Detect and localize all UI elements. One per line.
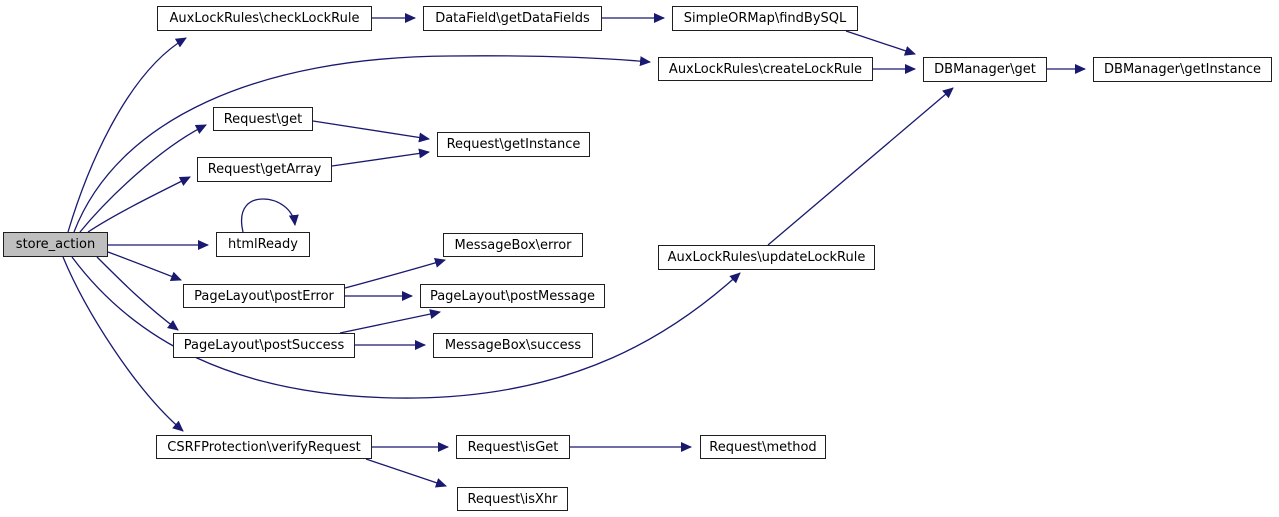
graph-node-request-getinstance[interactable]: Request\getInstance — [437, 132, 590, 157]
edge-store-action-to-pagelayout-postsuccess — [96, 256, 179, 331]
edge-htmlready-to-htmlready — [240, 198, 299, 233]
graph-node-aux-checklockrule[interactable]: AuxLockRules\checkLockRule — [157, 6, 372, 31]
graph-node-pagelayout-postsuccess[interactable]: PageLayout\postSuccess — [173, 333, 355, 358]
graph-node-dbmanager-get[interactable]: DBManager\get — [923, 57, 1047, 82]
graph-node-csrf-verifyrequest[interactable]: CSRFProtection\verifyRequest — [156, 435, 372, 459]
graph-node-request-isget[interactable]: Request\isGet — [456, 435, 570, 459]
graph-node-pagelayout-postmessage[interactable]: PageLayout\postMessage — [420, 284, 605, 308]
edge-request-getarray-to-request-getinstance — [331, 148, 430, 167]
edge-pagelayout-postsuccess-to-pagelayout-postmessage — [339, 309, 441, 334]
graph-node-request-get[interactable]: Request\get — [213, 107, 313, 131]
graph-node-request-method[interactable]: Request\method — [700, 435, 826, 459]
graph-node-simpleormap-findbysql[interactable]: SimpleORMap\findBySQL — [672, 6, 858, 31]
graph-node-aux-updatelockrule[interactable]: AuxLockRules\updateLockRule — [658, 245, 875, 270]
edge-store-action-to-request-get — [79, 124, 207, 233]
edge-simpleormap-findbysql-to-dbmanager-get — [845, 30, 916, 56]
graph-node-datafield-getdatafields[interactable]: DataField\getDataFields — [423, 6, 602, 31]
graph-node-dbmanager-getinstance[interactable]: DBManager\getInstance — [1093, 57, 1272, 82]
edge-store-action-to-aux-createlockrule — [73, 55, 651, 233]
edge-aux-updatelockrule-to-dbmanager-get — [767, 87, 954, 246]
graph-node-request-getarray[interactable]: Request\getArray — [197, 157, 332, 182]
graph-node-aux-createlockrule[interactable]: AuxLockRules\createLockRule — [658, 57, 873, 81]
graph-node-messagebox-success[interactable]: MessageBox\success — [433, 333, 593, 358]
graph-node-messagebox-error[interactable]: MessageBox\error — [443, 233, 583, 257]
edge-store-action-to-request-getarray — [87, 176, 191, 233]
graph-node-pagelayout-posterror[interactable]: PageLayout\postError — [183, 284, 345, 308]
graph-node-htmlready[interactable]: htmlReady — [216, 232, 310, 257]
graph-node-store-action: store_action — [3, 232, 108, 257]
edge-csrf-verifyrequest-to-request-isxhr — [365, 458, 447, 488]
edge-store-action-to-aux-updatelockrule — [71, 256, 741, 399]
graph-node-request-isxhr[interactable]: Request\isXhr — [457, 487, 568, 511]
edge-pagelayout-posterror-to-messagebox-error — [344, 258, 446, 289]
edge-store-action-to-csrf-verifyrequest — [62, 256, 184, 432]
edge-store-action-to-pagelayout-posterror — [107, 251, 182, 282]
edge-store-action-to-aux-checklockrule — [67, 37, 187, 233]
edge-request-get-to-request-getinstance — [312, 120, 430, 143]
